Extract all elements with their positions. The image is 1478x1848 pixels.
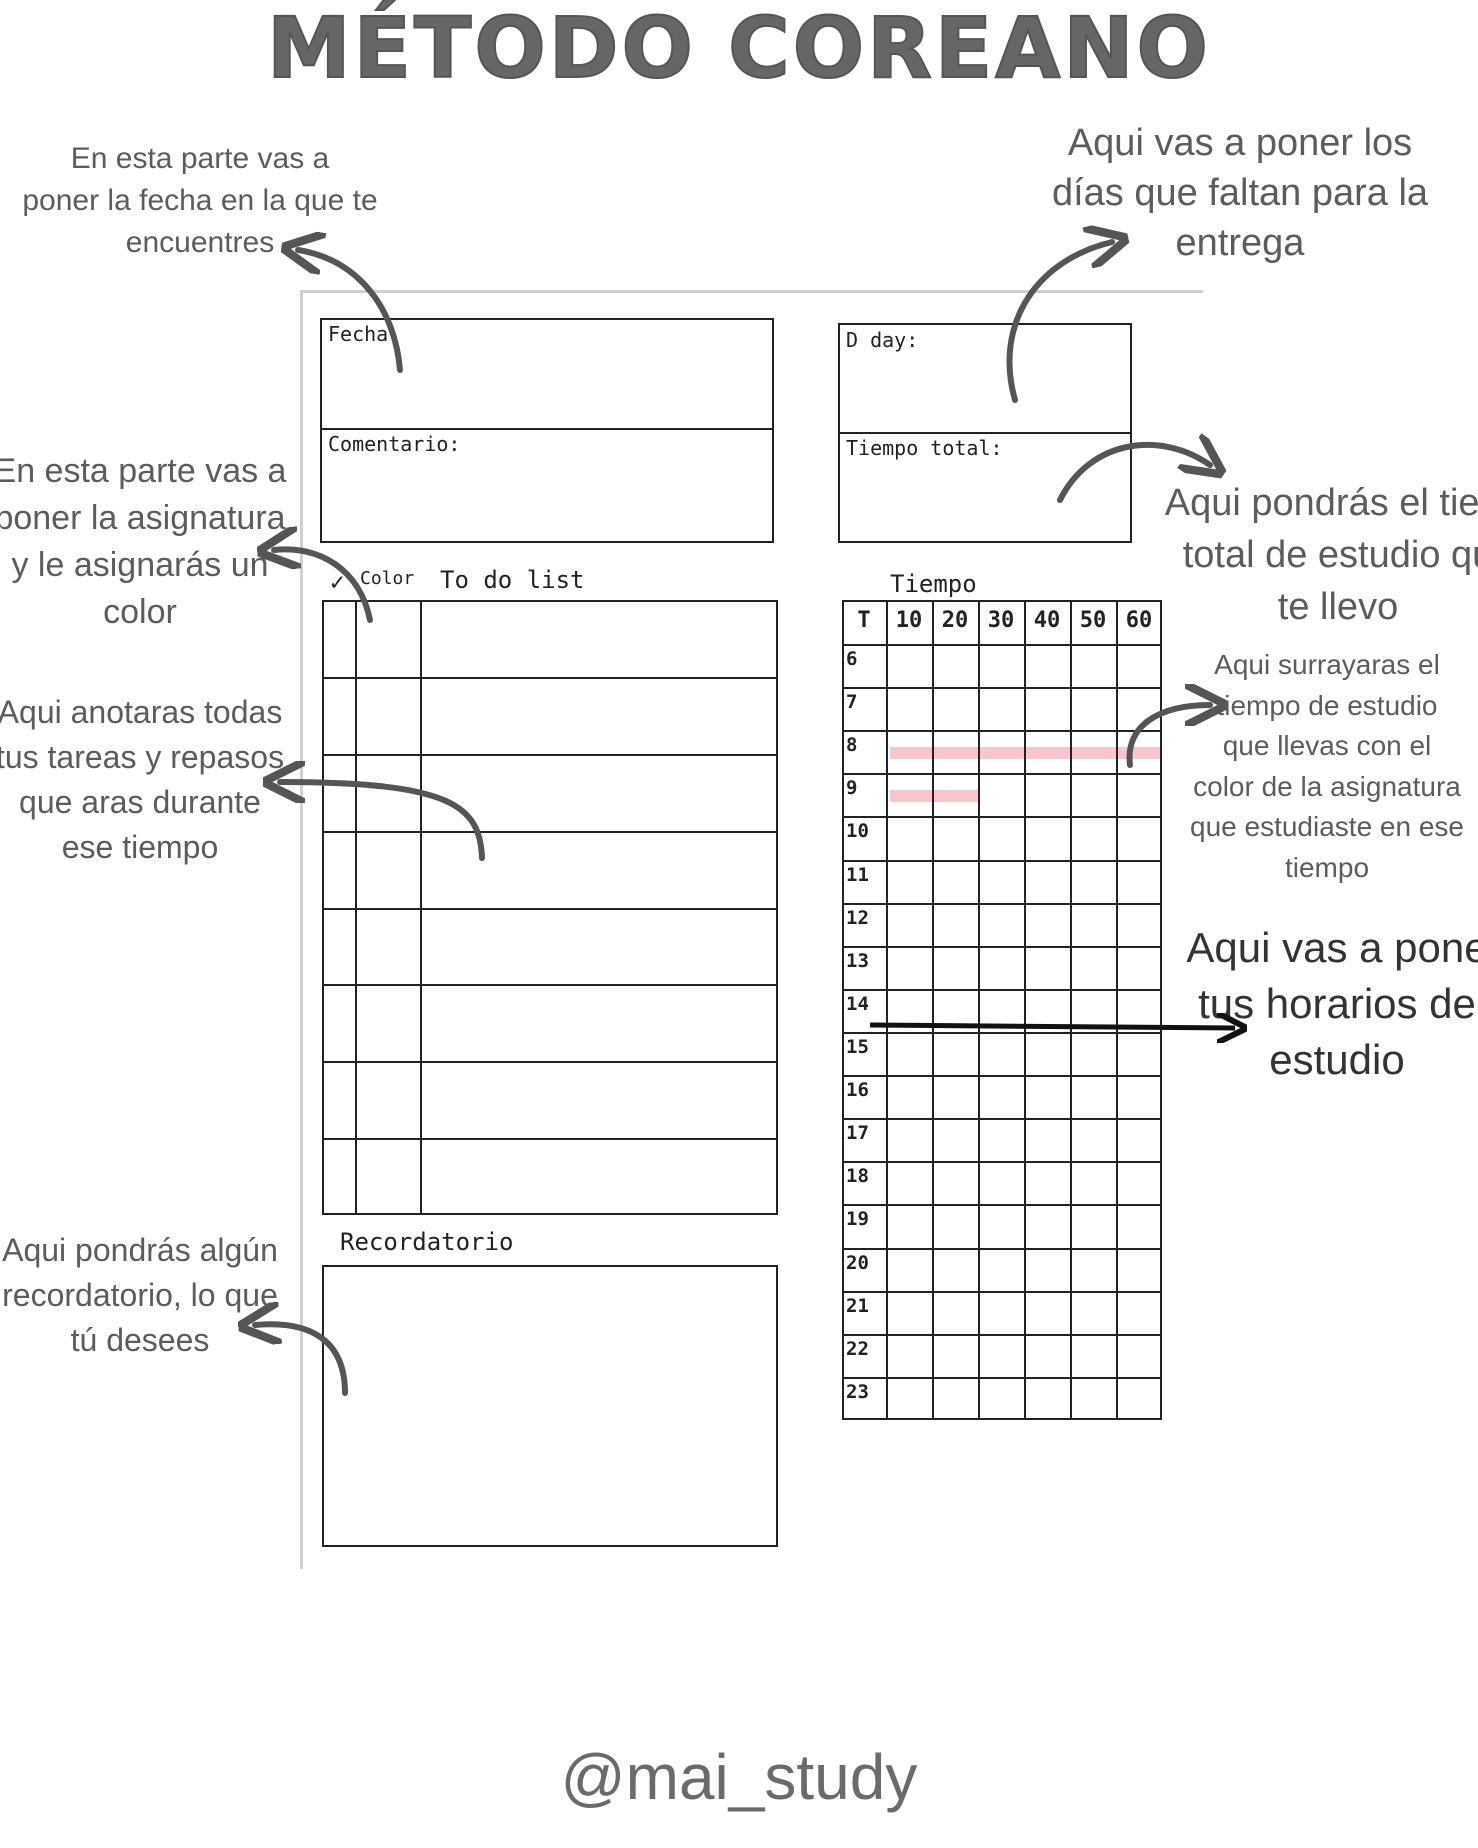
hour-label: 11 <box>846 863 869 886</box>
todo-row-divider <box>322 754 778 756</box>
hour-label: 14 <box>846 992 869 1015</box>
todo-header: To do list <box>440 566 585 594</box>
time-grid-row-line <box>842 644 1162 646</box>
tiempo-total-label: Tiempo total: <box>846 436 1003 460</box>
arrow-asignatura <box>274 549 373 623</box>
planner-page-edge <box>300 290 1203 1569</box>
hour-label: 19 <box>846 1208 869 1231</box>
recordatorio-box <box>322 1265 778 1547</box>
time-grid-column-line <box>932 600 934 1420</box>
time-grid-row-line <box>842 687 1162 690</box>
time-grid-row-line <box>842 1376 1162 1379</box>
annotation-fecha: En esta parte vas a poner la fecha en la… <box>22 142 378 259</box>
time-grid-row-line <box>842 1290 1162 1293</box>
recordatorio-label: Recordatorio <box>340 1228 514 1256</box>
time-grid-border <box>842 600 1162 1420</box>
time-grid-row-line <box>842 773 1162 776</box>
annotation-surrayar: Aqui surrayaras el tiempo de estudio que… <box>1190 649 1464 883</box>
arrow-tiempo-total <box>1057 445 1210 503</box>
time-grid-row-line <box>842 1247 1162 1250</box>
time-grid-header-cell: 60 <box>1125 608 1153 633</box>
annotation-tiempo-total: Aqui pondrás el tiem total de estudio qu… <box>1164 482 1478 628</box>
tiempo-header: Tiempo <box>890 570 977 598</box>
arrow-tareas <box>280 782 485 861</box>
hour-label: 21 <box>846 1294 869 1317</box>
hour-label: 10 <box>846 820 869 843</box>
todo-row-divider <box>322 831 778 833</box>
hour-label: 7 <box>846 691 858 714</box>
time-grid-header-cell: 20 <box>941 608 969 633</box>
fecha-box <box>320 318 774 543</box>
hour-label: 15 <box>846 1036 869 1058</box>
arrow-fecha <box>298 250 403 373</box>
time-grid-row-line <box>842 730 1162 733</box>
arrow-dday <box>1006 242 1112 403</box>
todo-row-divider <box>322 677 778 679</box>
check-header: ✓ <box>330 568 345 596</box>
time-grid-row-line <box>842 859 1162 862</box>
time-grid-header-cell: 30 <box>987 608 1015 633</box>
annotation-horarios: Aqui vas a pone tus horarios de estudio <box>1186 924 1478 1083</box>
study-time-highlight <box>890 789 978 802</box>
hour-label: 16 <box>846 1079 869 1102</box>
time-grid-row-line <box>842 902 1162 905</box>
hour-label: 12 <box>846 906 869 929</box>
hour-label: 9 <box>846 777 858 800</box>
hour-label: 17 <box>846 1122 869 1145</box>
time-grid-header-cell: T <box>857 608 871 633</box>
page-title: MÉTODO COREANO <box>266 0 1211 97</box>
comentario-label: Comentario: <box>328 432 461 456</box>
todo-row-divider <box>322 908 778 910</box>
time-grid-row-line <box>842 1075 1162 1078</box>
arrow-horarios <box>869 1025 1235 1028</box>
annotation-tareas: Aqui anotaras todas tus tareas y repasos… <box>0 694 285 865</box>
footer-handle: @mai_study <box>560 1741 918 1813</box>
todo-row-divider <box>322 984 778 986</box>
time-grid-row-line <box>842 945 1162 948</box>
time-grid-row-line <box>842 1118 1162 1121</box>
time-grid-row-line <box>842 816 1162 819</box>
dday-label: D day: <box>846 328 919 352</box>
time-grid-row-line <box>842 1032 1162 1034</box>
arrow-recordatorio <box>255 1324 348 1396</box>
todo-row-divider <box>322 1061 778 1063</box>
fecha-label: Fecha <box>328 322 389 346</box>
time-grid-row-line <box>842 1333 1162 1336</box>
color-header: Color <box>360 568 415 589</box>
todo-table <box>322 600 778 1215</box>
hour-label: 6 <box>846 648 858 670</box>
time-grid-row-line <box>842 1204 1162 1207</box>
time-grid-column-line <box>978 600 980 1420</box>
time-grid-row-line <box>842 988 1162 991</box>
hour-label: 23 <box>846 1380 869 1403</box>
hour-label: 22 <box>846 1337 869 1360</box>
hour-label: 8 <box>846 734 858 757</box>
annotation-dday: Aqui vas a poner los días que faltan par… <box>1051 122 1429 264</box>
hour-label: 13 <box>846 949 869 972</box>
time-grid-column-line <box>1024 600 1026 1420</box>
time-grid-header-cell: 50 <box>1079 608 1107 633</box>
time-grid-header-cell: 10 <box>895 608 923 633</box>
time-grid-row-line <box>842 1161 1162 1164</box>
time-grid-column-line <box>886 600 888 1420</box>
annotation-recordatorio: Aqui pondrás algún recordatorio, lo que … <box>2 1232 278 1358</box>
time-grid-column-line <box>1070 600 1072 1420</box>
hour-label: 18 <box>846 1165 869 1188</box>
time-grid-column-line <box>1116 600 1118 1420</box>
study-time-highlight <box>890 746 1162 759</box>
todo-row-divider <box>322 1138 778 1140</box>
arrow-surrayar <box>1126 705 1210 768</box>
hour-label: 20 <box>846 1251 869 1274</box>
time-grid-header-cell: 40 <box>1033 608 1061 633</box>
